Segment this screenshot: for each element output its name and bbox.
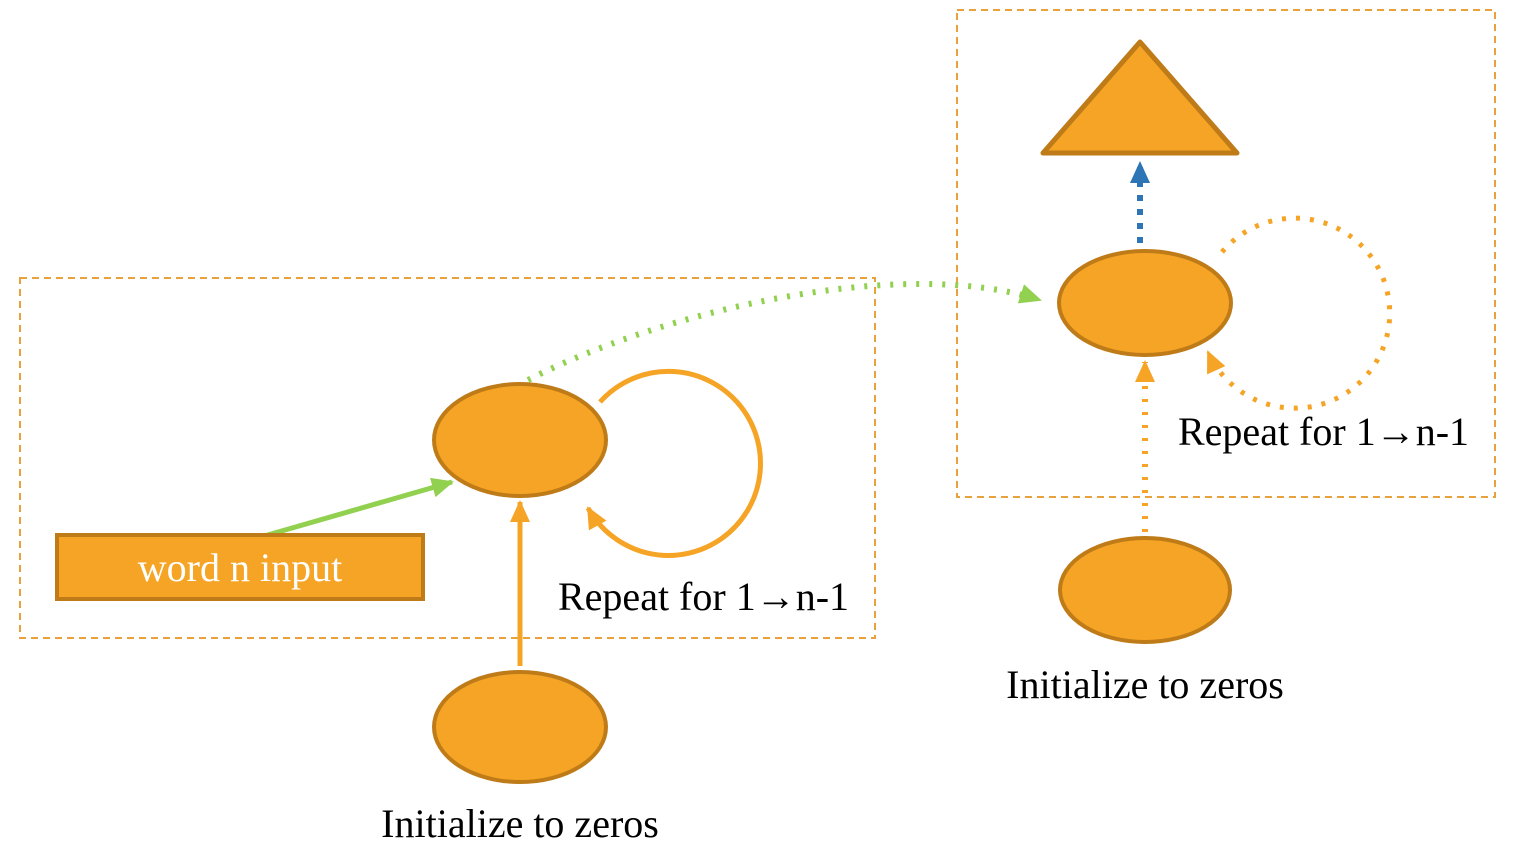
encoder-recurrence-loop-arrow: [585, 368, 763, 558]
decoder-repeat-box: [956, 9, 1496, 498]
encoder-state-ellipse: [432, 382, 608, 498]
encoder-init-label: Initialize to zeros: [381, 801, 659, 846]
output-triangle: [1040, 39, 1240, 156]
encoder-to-decoder-dotted-arrow: [526, 280, 1042, 383]
decoder-recurrence-loop-arrow: [1205, 215, 1393, 411]
decoder-state-ellipse: [1057, 249, 1233, 357]
word-input-box: word n input: [55, 533, 425, 601]
decoder-repeat-label: Repeat for 1→n-1: [1178, 409, 1470, 454]
encoder-repeat-label: Repeat for 1→n-1: [558, 574, 850, 619]
encoder-repeat-box: [19, 277, 876, 639]
decoder-init-label: Initialize to zeros: [1006, 662, 1284, 707]
word-input-label: word n input: [137, 544, 343, 590]
encoder-init-ellipse: [432, 670, 608, 784]
decoder-init-ellipse: [1058, 536, 1232, 644]
